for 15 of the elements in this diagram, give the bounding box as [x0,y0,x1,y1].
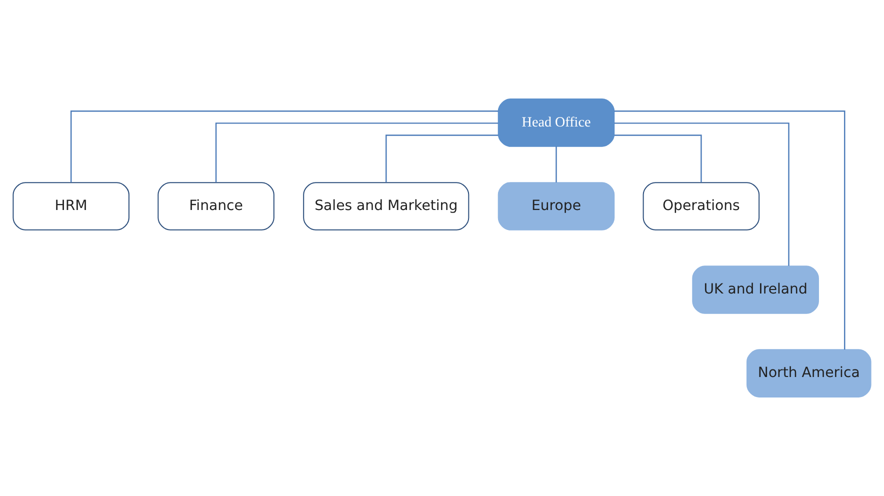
node-box: Finance [158,182,274,230]
node-box: Operations [642,182,760,230]
node-box: Europe [498,182,615,230]
node-box: HRM [12,182,130,230]
node-box: UK and Ireland [692,266,819,314]
connector [614,134,702,182]
connector [386,134,498,182]
connector [614,122,790,266]
connector [215,122,498,182]
connector [70,110,498,182]
node-box: Sales and Marketing [303,182,470,230]
node-box: Head Office [498,98,615,147]
connector [556,146,557,182]
node-box: North America [746,349,872,398]
connector [614,110,846,350]
